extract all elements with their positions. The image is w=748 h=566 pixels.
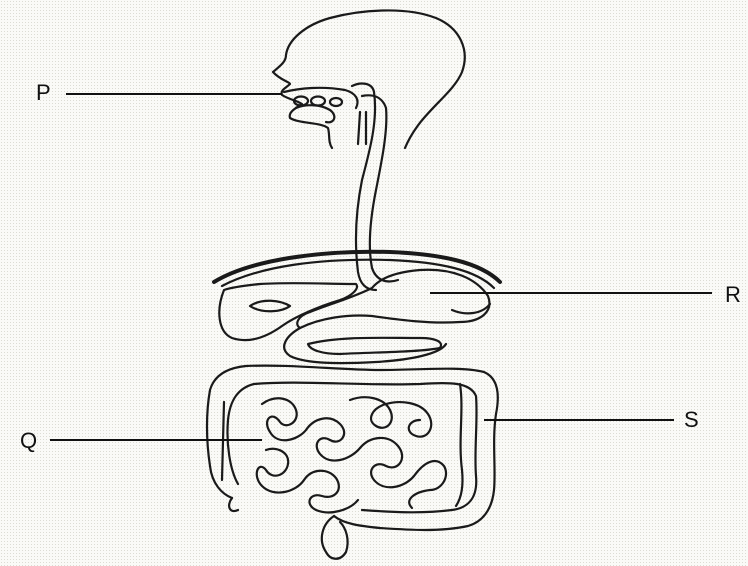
descending-colon-line bbox=[456, 384, 463, 506]
head-outline bbox=[273, 10, 465, 148]
tongue bbox=[296, 105, 334, 122]
label-r: R bbox=[725, 284, 741, 306]
pancreas bbox=[308, 338, 441, 354]
label-q: Q bbox=[20, 430, 37, 452]
salivary-gland-2 bbox=[311, 97, 325, 106]
trachea-lines bbox=[358, 112, 366, 144]
gall-bladder bbox=[250, 301, 290, 312]
spleen bbox=[452, 304, 490, 313]
small-intestine-3 bbox=[350, 397, 431, 436]
salivary-gland-3 bbox=[330, 98, 342, 106]
label-p: P bbox=[36, 82, 51, 104]
label-s: S bbox=[684, 409, 699, 431]
liver bbox=[219, 283, 357, 340]
appendix bbox=[229, 498, 238, 511]
stomach bbox=[297, 270, 489, 328]
